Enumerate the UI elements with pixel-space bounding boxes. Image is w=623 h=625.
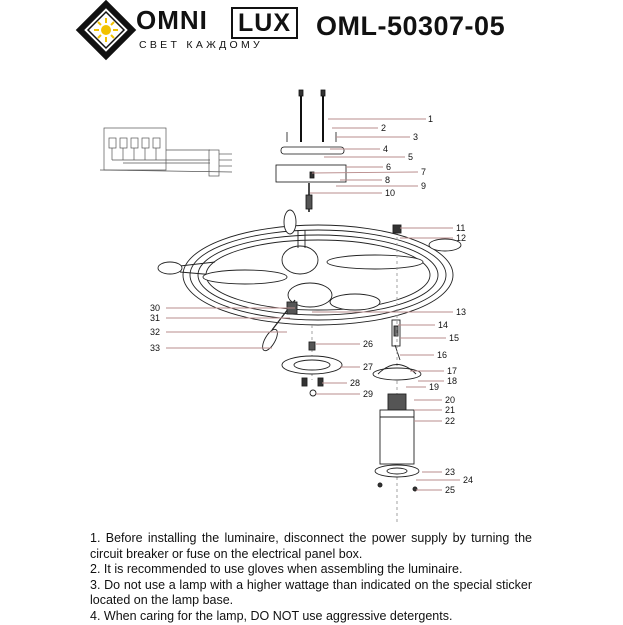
omnilux-logo-icon xyxy=(75,0,137,61)
callout-26: 26 xyxy=(363,339,373,349)
callout-7: 7 xyxy=(421,167,426,177)
callout-29: 29 xyxy=(363,389,373,399)
lamp-shade-assembly xyxy=(372,224,422,525)
ceiling-bracket xyxy=(275,89,347,212)
callout-5: 5 xyxy=(408,152,413,162)
brand-tagline: СВЕТ КАЖДОМУ xyxy=(139,39,264,51)
callout-11: 11 xyxy=(456,223,465,233)
wheel-chandelier xyxy=(157,209,462,361)
callout-12: 12 xyxy=(456,233,466,243)
instruction-2: 2. It is recommended to use gloves when … xyxy=(90,562,463,577)
safety-instructions: 1. Before installing the luminaire, disc… xyxy=(90,531,532,625)
callout-14: 14 xyxy=(438,320,448,330)
callout-20: 20 xyxy=(445,395,455,405)
callout-10: 10 xyxy=(385,188,395,198)
wiring-schematic xyxy=(99,127,233,177)
callout-28: 28 xyxy=(350,378,360,388)
callout-8: 8 xyxy=(385,175,390,185)
callout-labels: 1 2 3 4 5 6 7 8 9 10 11 12 13 14 15 16 1… xyxy=(150,114,473,495)
callout-1: 1 xyxy=(428,114,433,124)
callout-lines xyxy=(166,118,460,491)
callout-18: 18 xyxy=(447,376,457,386)
instruction-1: 1. Before installing the luminaire, disc… xyxy=(90,531,532,561)
instruction-3: 3. Do not use a lamp with a higher watta… xyxy=(90,577,532,608)
callout-6: 6 xyxy=(386,162,391,172)
callout-25: 25 xyxy=(445,485,455,495)
callout-31: 31 xyxy=(150,313,160,323)
callout-3: 3 xyxy=(413,132,418,142)
callout-24: 24 xyxy=(463,475,473,485)
callout-30: 30 xyxy=(150,303,160,313)
instruction-4: 4. When caring for the lamp, DO NOT use … xyxy=(90,608,453,623)
model-number: OML-50307-05 xyxy=(316,11,506,41)
callout-21: 21 xyxy=(445,405,455,415)
callout-13: 13 xyxy=(456,307,466,317)
callout-19: 19 xyxy=(429,382,439,392)
brand-name-lux: LUX xyxy=(231,7,298,39)
callout-23: 23 xyxy=(445,467,455,477)
brand-name-omni: OMNI xyxy=(136,5,208,35)
callout-33: 33 xyxy=(150,343,160,353)
callout-9: 9 xyxy=(421,181,426,191)
callout-32: 32 xyxy=(150,327,160,337)
callout-17: 17 xyxy=(447,366,457,376)
callout-27: 27 xyxy=(363,362,373,372)
callout-2: 2 xyxy=(381,123,386,133)
callout-4: 4 xyxy=(383,144,388,154)
bottom-plate xyxy=(281,325,343,397)
callout-22: 22 xyxy=(445,416,455,426)
callout-15: 15 xyxy=(449,333,459,343)
callout-16: 16 xyxy=(437,350,447,360)
